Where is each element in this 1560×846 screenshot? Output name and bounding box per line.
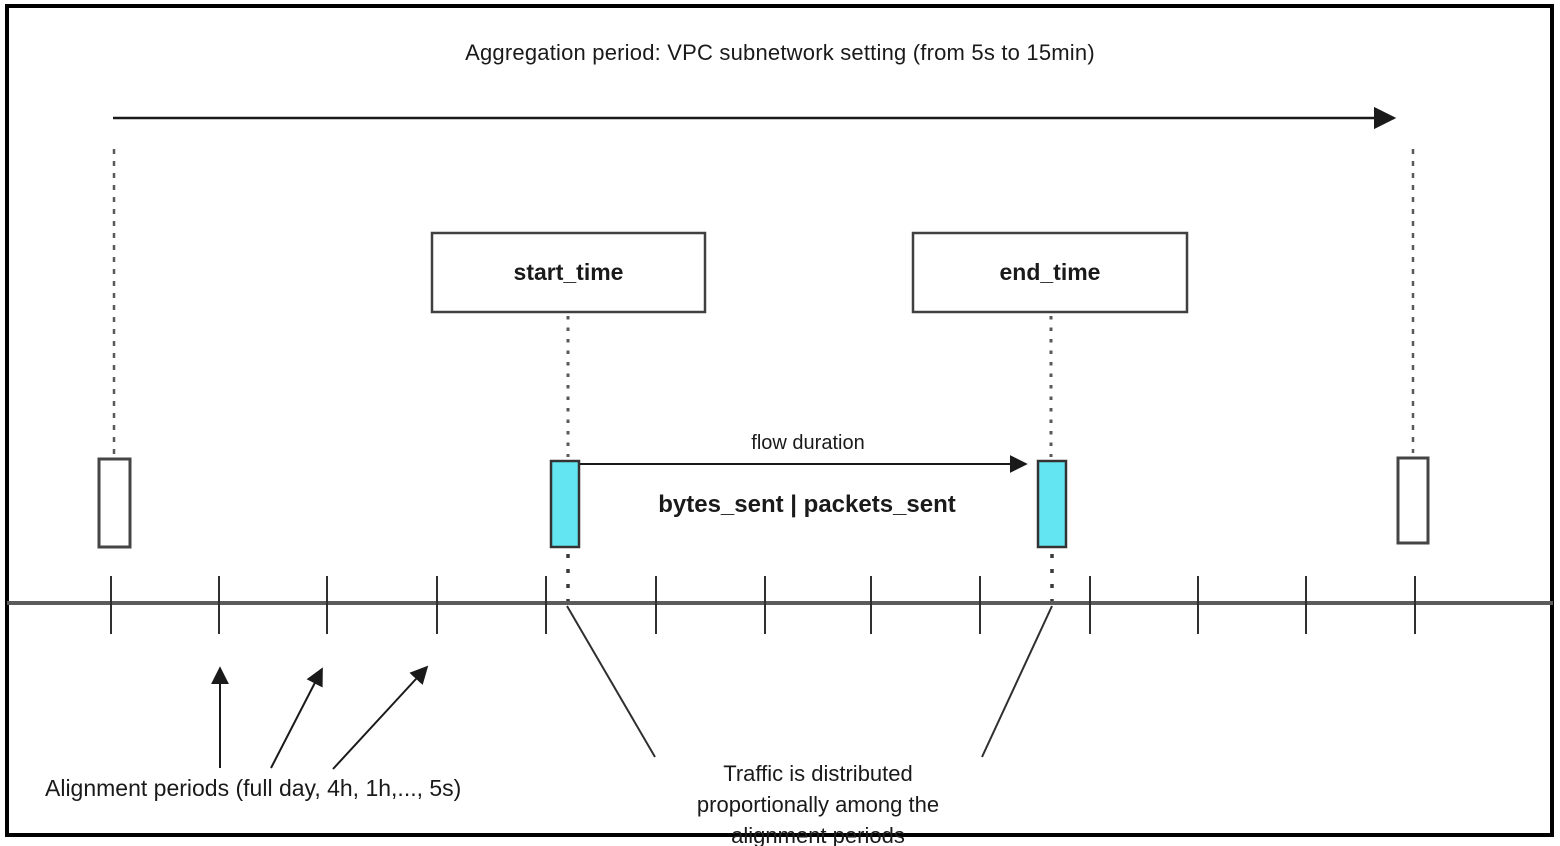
traffic-note-line3: alignment periods: [731, 823, 905, 846]
traffic-note-line2: proportionally among the: [696, 792, 940, 817]
diagram-title: Aggregation period: VPC subnetwork setti…: [465, 40, 1095, 65]
alignment-arrow-3: [332, 665, 429, 770]
traffic-pointer-left: [566, 605, 656, 758]
traffic-note: Traffic is distributed proportionally am…: [618, 758, 1018, 846]
right-interval-marker: [1396, 456, 1430, 545]
end-time-box: [911, 231, 1189, 314]
metrics-label: bytes_sent | packets_sent: [658, 491, 956, 518]
flow-end-marker: [1036, 459, 1068, 549]
alignment-arrow-2: [270, 667, 323, 769]
timeline-ticks: [110, 576, 1416, 634]
flow-duration-label: flow duration: [751, 432, 865, 454]
left-interval-marker: [97, 457, 132, 549]
traffic-note-line1: Traffic is distributed: [723, 761, 913, 786]
start-time-box: [430, 231, 707, 314]
start-time-label: start_time: [513, 259, 624, 285]
alignment-periods-label: Alignment periods (full day, 4h, 1h,...,…: [45, 775, 462, 801]
end-time-label: end_time: [999, 259, 1101, 285]
outer-border: [5, 4, 1554, 837]
flow-start-marker: [549, 459, 581, 549]
traffic-pointer-right: [981, 605, 1053, 758]
